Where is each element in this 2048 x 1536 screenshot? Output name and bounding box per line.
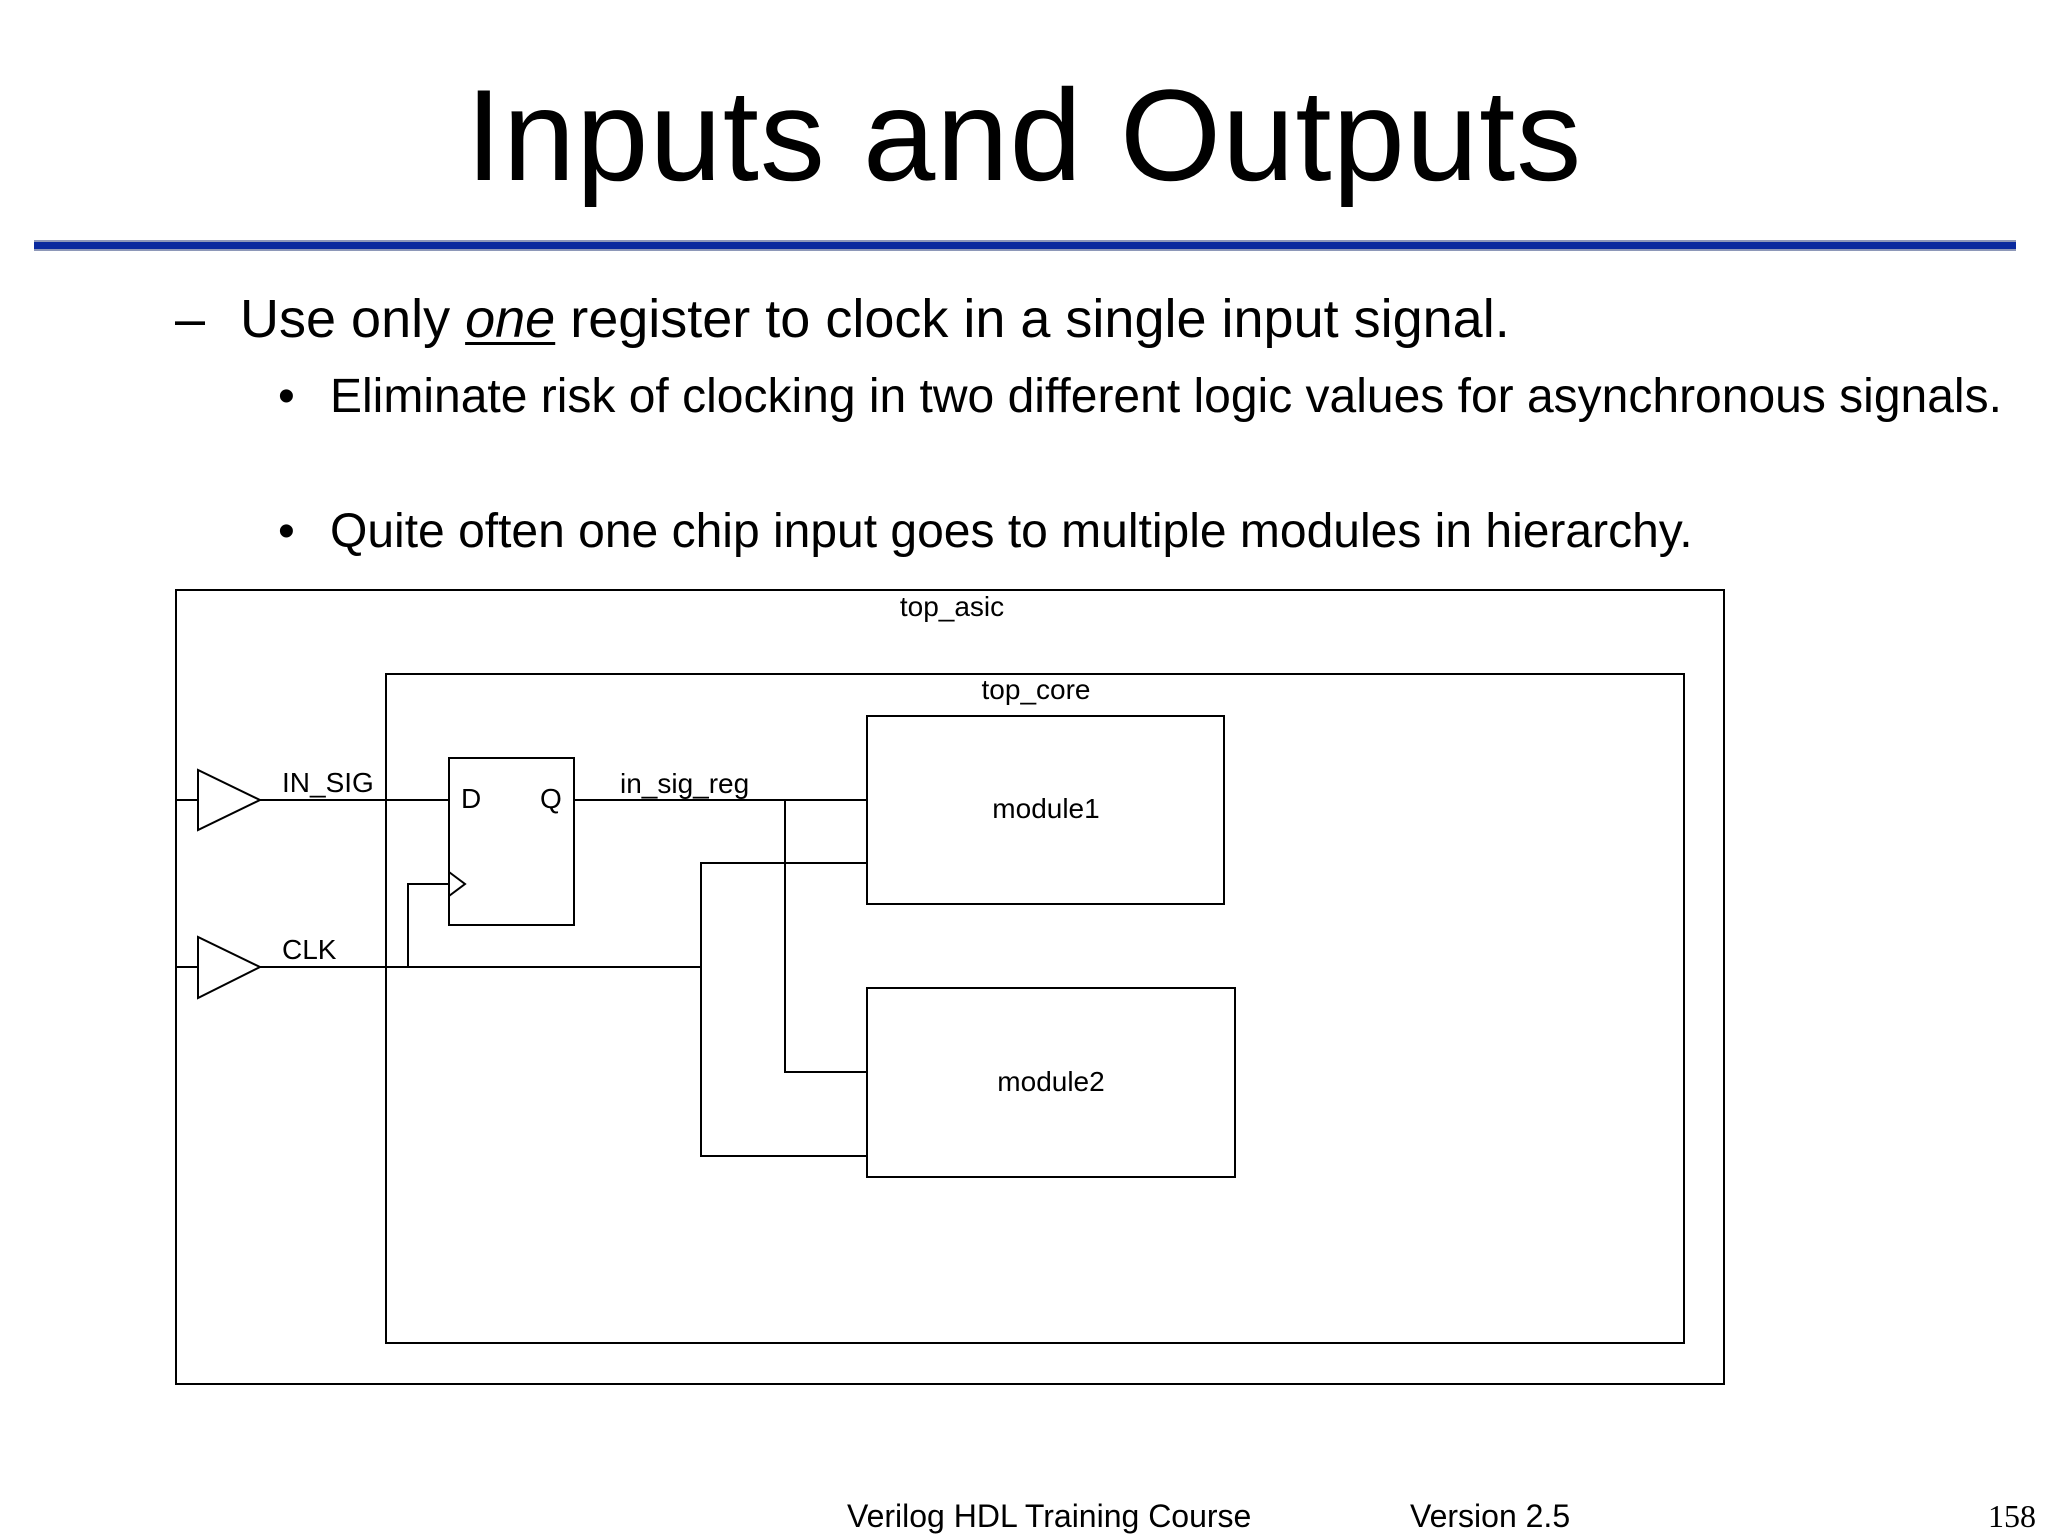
module1-label: module1 xyxy=(992,793,1099,824)
clk-to-ff-wire xyxy=(407,883,449,967)
page-number: 158 xyxy=(1988,1498,2036,1534)
module1-box xyxy=(866,715,1225,905)
bullet-marker: • xyxy=(278,505,295,558)
main-point-emphasis: one xyxy=(465,289,556,349)
flip-flop-box xyxy=(448,757,575,926)
d-pin-label: D xyxy=(461,783,481,814)
in-sig-reg-to-module2-wire xyxy=(784,800,867,1073)
main-point-text: Use only one register to clock in a sing… xyxy=(240,286,1510,352)
module2-label: module2 xyxy=(997,1066,1104,1097)
top-asic-box xyxy=(175,589,1725,1385)
sub-point-text: Eliminate risk of clocking in two differ… xyxy=(330,370,2002,423)
top-asic-label: top_asic xyxy=(900,591,1004,622)
slide-title: Inputs and Outputs xyxy=(465,62,1583,208)
footer-course: Verilog HDL Training Course xyxy=(847,1498,1252,1534)
module2-box xyxy=(866,987,1236,1178)
clock-pin-icon xyxy=(448,871,467,897)
bullet-marker: • xyxy=(278,370,295,423)
in-sig-label: IN_SIG xyxy=(282,767,374,798)
top-core-label: top_core xyxy=(982,674,1091,705)
main-point-after: register to clock in a single input sign… xyxy=(555,289,1510,349)
clk-label: CLK xyxy=(282,934,337,965)
title-divider xyxy=(34,240,2016,251)
sub-point-text: Quite often one chip input goes to multi… xyxy=(330,505,1693,558)
footer-version: Version 2.5 xyxy=(1410,1498,1571,1534)
top-core-box xyxy=(385,673,1685,1344)
clk-buffer-icon xyxy=(197,935,263,1000)
dash-marker: – xyxy=(175,289,206,349)
q-pin-label: Q xyxy=(540,783,562,814)
in-sig-reg-label: in_sig_reg xyxy=(620,768,749,799)
main-point-before: Use only xyxy=(240,289,466,349)
in-sig-buffer-icon xyxy=(197,768,263,832)
